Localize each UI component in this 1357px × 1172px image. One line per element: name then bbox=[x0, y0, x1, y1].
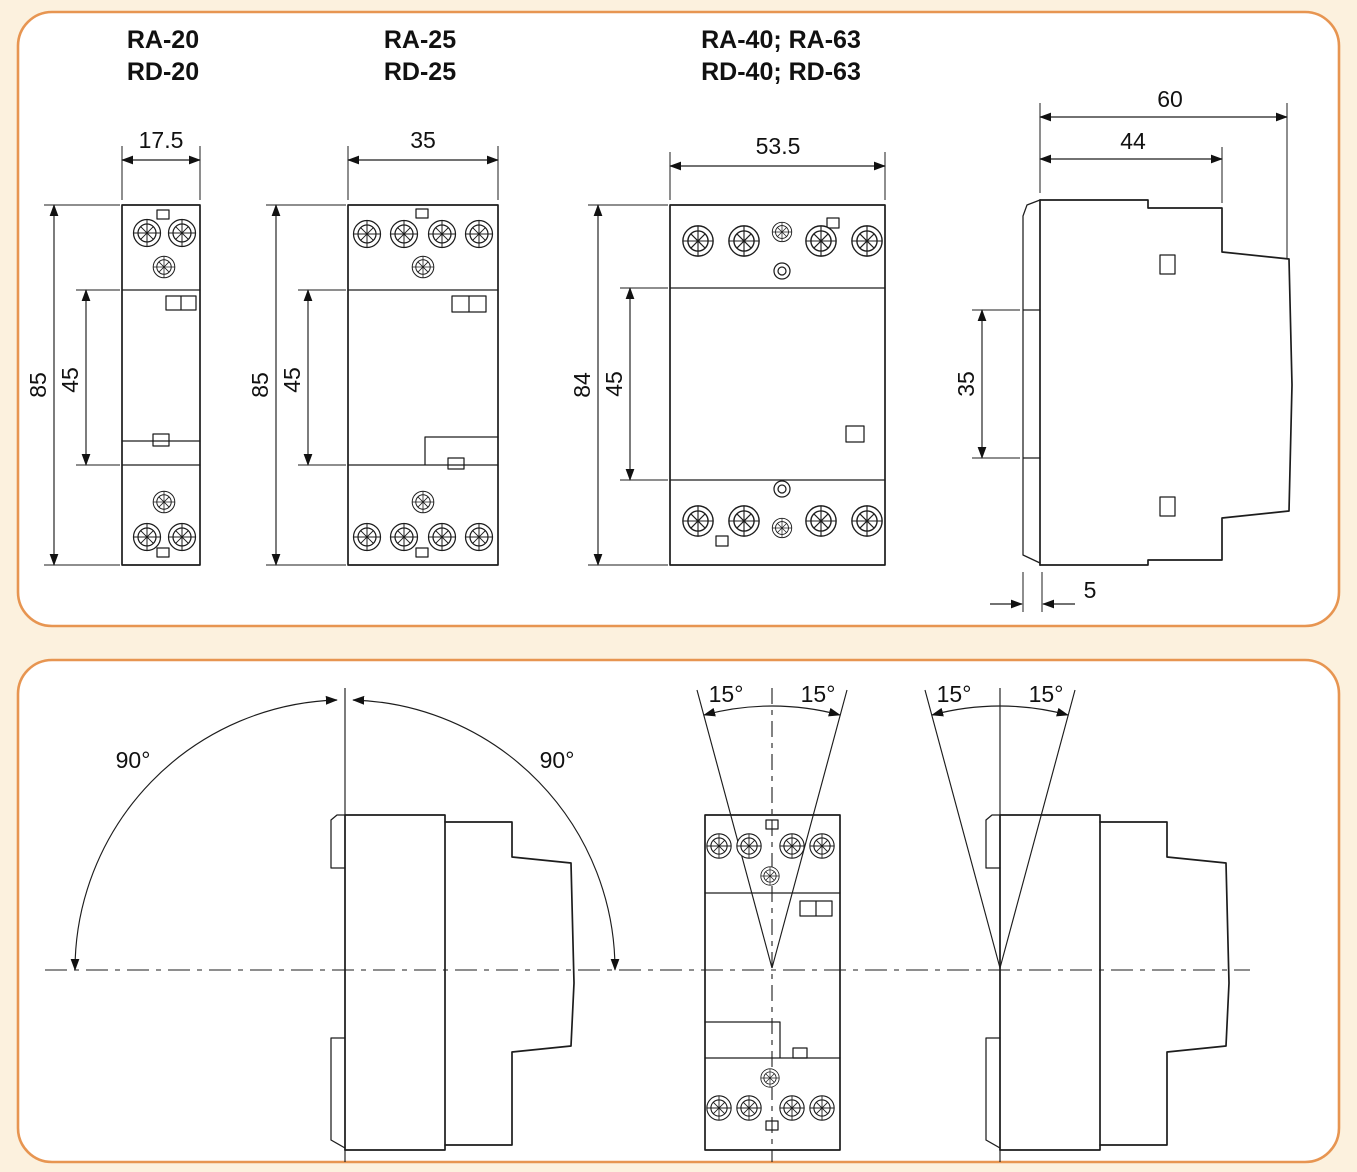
screw-icon bbox=[389, 219, 419, 249]
screw-icon bbox=[851, 225, 883, 257]
swing-diagram: 90° 90° bbox=[70, 688, 620, 1162]
screw-icon bbox=[352, 522, 382, 552]
dim-width-ra20: 17.5 bbox=[139, 127, 184, 153]
screw-icon bbox=[728, 505, 760, 537]
screw-icon bbox=[805, 505, 837, 537]
screw-icon bbox=[809, 833, 835, 859]
dim-span-ra25: 45 bbox=[279, 367, 305, 393]
dim-clip-travel: 5 bbox=[1084, 577, 1097, 603]
terminal-window bbox=[1159, 254, 1176, 275]
screw-icon bbox=[132, 218, 162, 248]
switch-detail bbox=[447, 457, 465, 470]
front-view-ra20: 17.5 85 45 bbox=[25, 127, 201, 566]
angle-side-tilt-left: 15° bbox=[937, 681, 972, 707]
screw-icon bbox=[706, 1095, 732, 1121]
indicator-window bbox=[156, 547, 170, 558]
indicator-window bbox=[156, 209, 170, 220]
indicator-window bbox=[765, 1120, 779, 1131]
screw-icon bbox=[682, 225, 714, 257]
screw-icon bbox=[167, 218, 197, 248]
screw-icon bbox=[427, 522, 457, 552]
screw-icon bbox=[760, 866, 780, 886]
indicator-window bbox=[415, 547, 429, 558]
screw-icon bbox=[352, 219, 382, 249]
screw-icon bbox=[152, 490, 176, 514]
screw-icon bbox=[779, 833, 805, 859]
variant-label-ra25: RA-25 bbox=[384, 26, 456, 54]
screw-icon bbox=[132, 522, 162, 552]
dim-span-ra40: 45 bbox=[601, 371, 627, 397]
screw-icon bbox=[167, 522, 197, 552]
dimensions-panel bbox=[16, 10, 1341, 628]
screw-icon bbox=[805, 225, 837, 257]
terminal-window bbox=[1159, 496, 1176, 517]
switch-detail bbox=[152, 433, 170, 447]
switch-detail bbox=[845, 425, 865, 443]
variant-labels: RA-20 RD-20 RA-25 RD-25 RA-40; RA-63 RD-… bbox=[127, 26, 861, 86]
angle-front-tilt-right: 15° bbox=[801, 681, 836, 707]
screw-icon bbox=[771, 517, 793, 539]
mounting-angle-panel bbox=[16, 658, 1341, 1164]
screw-icon bbox=[809, 1095, 835, 1121]
indicator-window bbox=[715, 535, 729, 547]
angle-front-tilt-left: 15° bbox=[709, 681, 744, 707]
variant-label-rd40-63: RD-40; RD-63 bbox=[701, 58, 861, 86]
screw-icon bbox=[464, 219, 494, 249]
front-view-ra40-63: 53.5 84 45 bbox=[569, 133, 886, 566]
front-tilt-diagram: 15° 15° bbox=[696, 681, 848, 1162]
screw-icon bbox=[760, 1068, 780, 1088]
screw-icon bbox=[464, 522, 494, 552]
variant-label-rd20: RD-20 bbox=[127, 58, 199, 86]
screw-icon bbox=[736, 833, 762, 859]
dim-height-ra40: 84 bbox=[569, 372, 595, 398]
screw-icon bbox=[427, 219, 457, 249]
screw-icon bbox=[851, 505, 883, 537]
screw-icon bbox=[728, 225, 760, 257]
screw-icon bbox=[706, 833, 732, 859]
side-tilt-diagram: 15° 15° bbox=[924, 681, 1230, 1162]
dim-width-ra25: 35 bbox=[410, 127, 436, 153]
indicator-window bbox=[826, 217, 840, 229]
side-view: 60 44 35 5 bbox=[953, 86, 1293, 612]
dim-depth-body: 44 bbox=[1120, 128, 1146, 154]
dim-span-ra20: 45 bbox=[57, 367, 83, 393]
screw-icon bbox=[411, 490, 435, 514]
indicator-window bbox=[765, 819, 779, 830]
screw-icon bbox=[682, 505, 714, 537]
variant-label-ra20: RA-20 bbox=[127, 26, 199, 54]
angle-swing-left: 90° bbox=[116, 747, 151, 773]
dim-height-ra20: 85 bbox=[25, 372, 51, 398]
screw-icon bbox=[736, 1095, 762, 1121]
dim-depth-total: 60 bbox=[1157, 86, 1183, 112]
variant-label-rd25: RD-25 bbox=[384, 58, 456, 86]
angle-swing-right: 90° bbox=[540, 747, 575, 773]
screw-icon bbox=[389, 522, 419, 552]
variant-label-ra40-63: RA-40; RA-63 bbox=[701, 26, 861, 54]
screw-icon bbox=[771, 221, 793, 243]
angle-side-tilt-right: 15° bbox=[1029, 681, 1064, 707]
front-view-ra25: 35 85 45 bbox=[247, 127, 499, 566]
screw-icon bbox=[779, 1095, 805, 1121]
dim-width-ra40: 53.5 bbox=[756, 133, 801, 159]
dim-height-ra25: 85 bbox=[247, 372, 273, 398]
switch-detail bbox=[792, 1047, 808, 1059]
screw-icon bbox=[411, 255, 435, 279]
dim-din-rail: 35 bbox=[953, 371, 979, 397]
screw-icon bbox=[152, 255, 176, 279]
indicator-window bbox=[415, 208, 429, 219]
